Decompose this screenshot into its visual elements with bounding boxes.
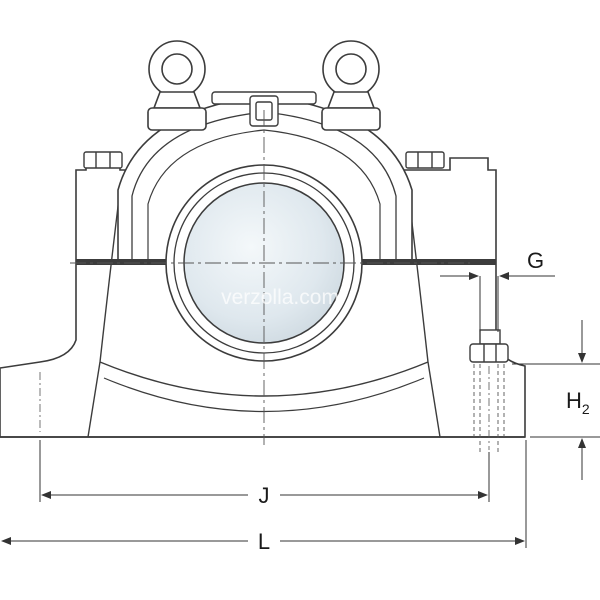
label-j: J <box>259 483 270 508</box>
dimension-l <box>1 440 527 548</box>
eye-bolt-left <box>147 40 207 131</box>
label-h2-sub: 2 <box>582 401 590 417</box>
label-l: L <box>258 529 270 554</box>
cap-bolt-left <box>83 151 123 169</box>
label-h2-main: H <box>566 388 582 413</box>
cap-bolt-right <box>405 151 445 169</box>
eye-bolt-right <box>321 40 381 131</box>
foot-bolt-shank <box>473 364 505 452</box>
foot-bolt-right <box>469 329 509 363</box>
watermark: verzolla.com <box>221 286 339 309</box>
dimension-g <box>440 272 555 332</box>
label-g: G <box>527 248 544 273</box>
dimension-j <box>39 440 490 502</box>
label-h2: H2 <box>566 388 590 417</box>
dimension-h2 <box>512 320 600 480</box>
